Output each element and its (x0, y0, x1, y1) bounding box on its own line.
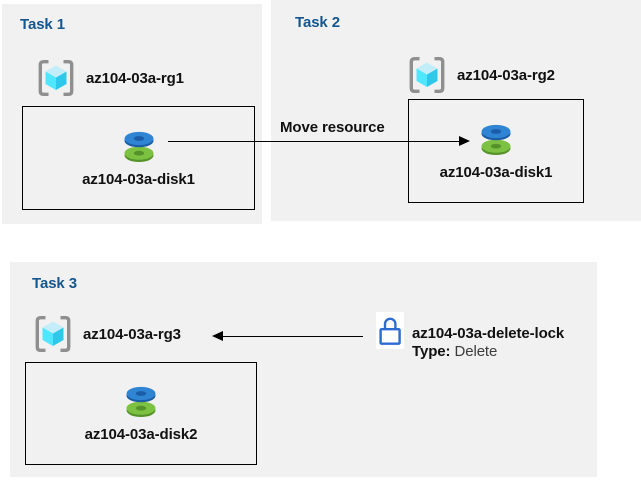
lock-type: Type: Delete (412, 343, 497, 360)
resource-group-name: az104-03a-rg2 (457, 66, 555, 84)
managed-disk-icon (124, 131, 153, 162)
task3-resource-group: az104-03a-rg3 (33, 314, 181, 354)
resource-group-icon (409, 57, 445, 93)
lock-type-label: Type: (412, 343, 451, 360)
resource-group-name: az104-03a-rg1 (86, 69, 184, 87)
task1-label: Task 1 (20, 16, 65, 33)
lock-icon (379, 317, 401, 345)
disk-name: az104-03a-disk1 (439, 163, 553, 181)
lock-arrow-line (222, 336, 363, 337)
task2-label: Task 2 (295, 14, 340, 31)
lock-info: az104-03a-delete-lock Type: Delete (412, 325, 564, 361)
task3-label: Task 3 (32, 275, 77, 292)
task3-resource-box: az104-03a-disk2 (25, 362, 257, 465)
lock-badge (376, 312, 404, 349)
task3-panel: Task 3 az104-03a-rg3 az104-03a-disk2 (10, 262, 597, 477)
managed-disk-icon (126, 386, 156, 417)
task2-resource-group: az104-03a-rg2 (407, 55, 555, 95)
task1-resource-group: az104-03a-rg1 (36, 58, 184, 98)
resource-group-icon (35, 316, 71, 352)
lock-arrowhead-icon (212, 331, 223, 341)
lock-name: az104-03a-delete-lock (412, 325, 565, 342)
task1-resource-box: az104-03a-disk1 (22, 106, 255, 210)
lock-type-value: Delete (454, 343, 498, 360)
managed-disk-icon (481, 124, 511, 155)
task2-panel: Task 2 az104-03a-rg2 az104-03a-disk1 (271, 0, 641, 221)
move-resource-label: Move resource (280, 119, 385, 136)
task1-panel: Task 1 az104-03a-rg1 az104-03a-disk1 (2, 4, 262, 224)
disk-name: az104-03a-disk1 (82, 170, 195, 188)
move-resource-arrowhead-icon (459, 136, 470, 146)
resource-group-icon (38, 60, 74, 96)
resource-group-name: az104-03a-rg3 (83, 325, 181, 343)
disk-name: az104-03a-disk2 (84, 426, 198, 443)
move-resource-arrow-line (168, 141, 460, 142)
task2-resource-box: az104-03a-disk1 (408, 99, 584, 203)
